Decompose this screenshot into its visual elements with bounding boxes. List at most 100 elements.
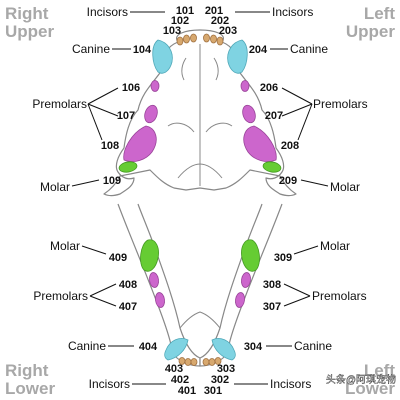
tooth-409 [140, 239, 159, 272]
type-labels: Incisors Incisors Canine Canine Premolar… [32, 5, 367, 391]
number-102: 102 [171, 15, 189, 27]
number-108: 108 [101, 140, 119, 152]
leader-molar-309 [293, 245, 319, 255]
label-premolars-upper-left: Premolars [313, 97, 368, 111]
number-301: 301 [204, 385, 222, 397]
number-207: 207 [265, 110, 283, 122]
number-206: 206 [260, 82, 278, 94]
tooth-309 [241, 239, 260, 272]
leader-premolars-206 [281, 87, 313, 105]
tooth-203 [216, 36, 224, 46]
leader-molar-409 [81, 245, 107, 255]
number-304: 304 [244, 341, 263, 353]
leader-premolars-307 [283, 295, 311, 307]
leader-premolars-407 [89, 295, 117, 307]
tooth-209 [262, 161, 282, 173]
label-incisors-upper-left: Incisors [272, 5, 313, 19]
label-premolars-lower-right: Premolars [33, 289, 88, 303]
number-403: 403 [165, 363, 183, 375]
number-104: 104 [133, 44, 152, 56]
quadrant-right-upper-line1: Right [5, 4, 49, 23]
leader-premolars-408 [89, 283, 117, 297]
number-209: 209 [279, 175, 297, 187]
leader-premolars-207 [281, 103, 313, 117]
number-302: 302 [211, 374, 229, 386]
number-402: 402 [171, 374, 189, 386]
tooth-204 [227, 39, 248, 74]
label-canine-lower-right: Canine [68, 339, 106, 353]
leader-molar-209 [300, 179, 329, 187]
number-404: 404 [139, 341, 158, 353]
tooth-307 [235, 292, 245, 308]
tooth-402 [184, 358, 192, 366]
label-canine-upper-left: Canine [290, 42, 328, 56]
tooth-106 [150, 80, 160, 92]
lower-jaw [117, 203, 283, 367]
tooth-207 [242, 104, 256, 124]
number-204: 204 [249, 44, 268, 56]
tooth-numbers: 101 102 103 201 202 203 104 204 106 107 … [101, 5, 299, 397]
tooth-302 [208, 358, 216, 366]
upper-arch-right [177, 163, 201, 179]
quadrant-left-lower-line2: Lower [345, 379, 395, 398]
number-308: 308 [263, 279, 281, 291]
tooth-102 [183, 34, 190, 44]
label-premolars-upper-right: Premolars [32, 97, 87, 111]
upper-arch-left [199, 163, 223, 179]
number-409: 409 [109, 252, 127, 264]
label-premolars-lower-left: Premolars [312, 289, 367, 303]
number-208: 208 [281, 140, 299, 152]
label-molar-upper-left: Molar [330, 180, 360, 194]
lower-incisors [178, 357, 222, 366]
quadrant-left-upper-line2: Upper [346, 22, 396, 41]
tooth-404 [164, 338, 189, 361]
tooth-104 [152, 39, 173, 74]
tooth-208 [243, 125, 277, 162]
upper-palate-right [167, 122, 195, 133]
quadrant-left-lower-line1: Left [364, 361, 396, 380]
leader-premolars-107 [87, 103, 119, 117]
tooth-301 [202, 358, 210, 366]
upper-palate-left [205, 122, 233, 133]
number-407: 407 [119, 301, 137, 313]
tooth-206 [240, 80, 250, 92]
tooth-103 [176, 36, 184, 46]
tooth-107 [144, 104, 158, 124]
number-109: 109 [103, 175, 121, 187]
watermark: 头条@阿琪宠物 [326, 373, 396, 386]
number-303: 303 [217, 363, 235, 375]
leader-premolars-108 [87, 103, 103, 141]
leader-lines [71, 11, 329, 385]
number-401: 401 [178, 385, 196, 397]
upper-jaw [103, 29, 297, 197]
quadrant-right-lower-line1: Right [5, 361, 49, 380]
label-canine-upper-right: Canine [72, 42, 110, 56]
label-incisors-upper-right: Incisors [87, 5, 128, 19]
tooth-108 [123, 125, 157, 162]
quadrant-left-upper-line1: Left [364, 4, 396, 23]
number-408: 408 [119, 279, 137, 291]
label-incisors-lower-right: Incisors [89, 377, 130, 391]
quadrant-right-upper-line2: Upper [5, 22, 55, 41]
leader-premolars-208 [297, 103, 313, 141]
lower-symphysis [179, 311, 221, 329]
tooth-304 [211, 338, 236, 361]
tooth-308 [241, 272, 251, 288]
tooth-408 [149, 272, 159, 288]
number-106: 106 [122, 82, 140, 94]
number-103: 103 [163, 25, 181, 37]
upper-nasal-left [213, 57, 219, 81]
upper-incisors [176, 33, 224, 46]
tooth-401 [190, 358, 198, 366]
leader-premolars-106 [87, 87, 119, 105]
quadrant-right-lower: Right Lower [5, 361, 55, 398]
number-202: 202 [211, 15, 229, 27]
number-307: 307 [263, 301, 281, 313]
label-molar-lower-left: Molar [320, 239, 350, 253]
number-101: 101 [176, 5, 194, 17]
tooth-202 [210, 34, 217, 44]
quadrant-left-lower: Left Lower [345, 361, 395, 398]
quadrant-left-upper: Left Upper [346, 4, 396, 41]
tooth-201 [203, 33, 210, 43]
label-molar-upper-right: Molar [40, 180, 70, 194]
